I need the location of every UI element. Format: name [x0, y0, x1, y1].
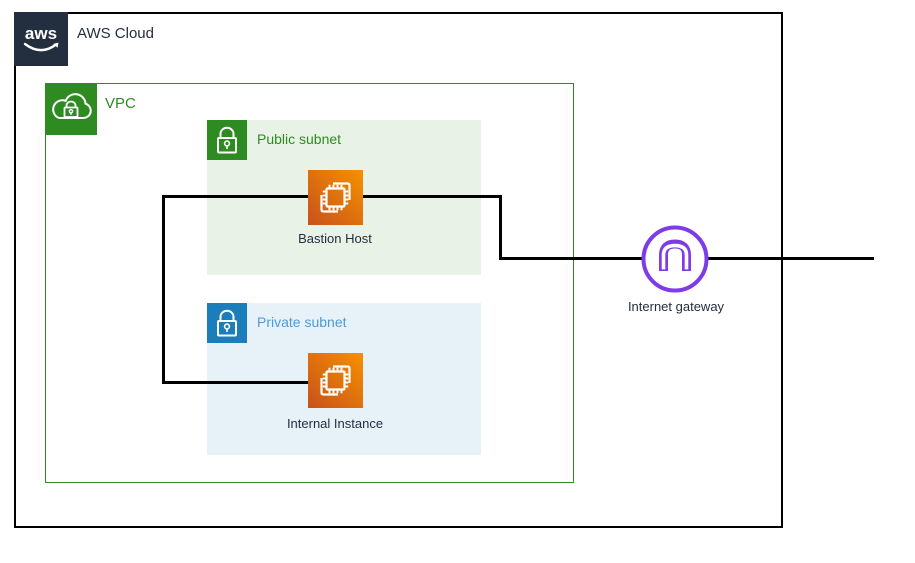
aws-cloud-icon: aws	[14, 12, 68, 66]
connector-gateway-to-edge	[708, 257, 874, 260]
vpc-container[interactable]	[45, 83, 574, 483]
aws-cloud-label: AWS Cloud	[77, 25, 154, 42]
vpc-lock-keyhole	[68, 108, 74, 114]
chip-pins	[322, 184, 349, 211]
bastion-host-instance-icon[interactable]	[308, 170, 363, 225]
vpc-lock-body	[63, 106, 79, 118]
private-subnet-label: Private subnet	[257, 314, 347, 330]
internal-instance-label: Internal Instance	[286, 416, 384, 431]
aws-smile-arrow	[53, 42, 59, 48]
instance-back-square-topright	[333, 182, 351, 200]
vpc-icon	[45, 83, 97, 135]
instance-back-square-topright	[333, 365, 351, 383]
lock-body	[217, 320, 237, 337]
connector-to-gateway	[499, 257, 644, 260]
lock-body	[217, 137, 237, 154]
gateway-circle	[641, 225, 709, 293]
lock-shackle	[219, 309, 235, 321]
public-subnet-label: Public subnet	[257, 131, 342, 147]
lock-keyhole	[223, 140, 231, 147]
chip-body	[325, 370, 346, 391]
cloud-outline-icon	[52, 93, 92, 119]
bastion-host-label: Bastion Host	[298, 231, 372, 246]
aws-logo-text: aws	[25, 24, 57, 43]
chip-pins	[322, 367, 349, 394]
lock-keyhole	[223, 323, 231, 330]
connector-left-vertical	[162, 195, 165, 384]
aws-smile-icon	[23, 42, 58, 52]
internet-gateway-label: Internet gateway	[627, 299, 725, 314]
aws-cloud-container[interactable]	[14, 12, 783, 528]
private-subnet-lock-icon	[207, 303, 247, 343]
instance-back-square-bottomleft	[320, 378, 338, 396]
chip-body	[325, 187, 346, 208]
instance-back-square-bottomleft	[320, 195, 338, 213]
connector-to-internal	[162, 381, 340, 384]
internet-gateway-icon[interactable]	[640, 224, 710, 294]
public-subnet-lock-icon	[207, 120, 247, 160]
vpc-lock-shackle	[65, 100, 77, 108]
gateway-arch-inner	[661, 243, 689, 270]
internal-instance-icon[interactable]	[308, 353, 363, 408]
lock-shackle	[219, 126, 235, 138]
connector-mid-vertical	[499, 195, 502, 260]
vpc-label: VPC	[105, 95, 136, 112]
